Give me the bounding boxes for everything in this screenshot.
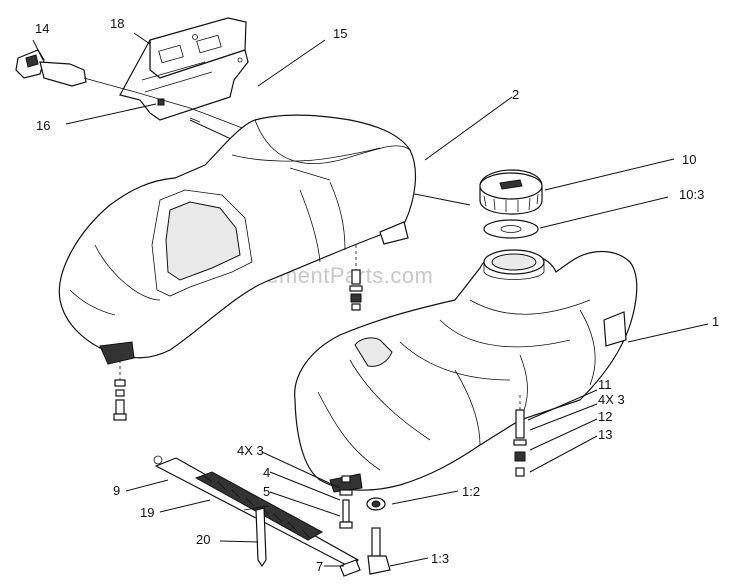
- callout-20: 20: [196, 532, 210, 547]
- callout-2: 2: [512, 87, 519, 102]
- callout-4x3-right: 4X 3: [598, 392, 625, 407]
- callout-labels: 14 18 15 16 2 10 10:3 1 11 4X 3 12 13 4X…: [35, 16, 719, 574]
- bolt-stack-right: [513, 395, 527, 477]
- bolt-center-stack: [349, 245, 363, 311]
- cap-gasket-10-3: [483, 219, 539, 239]
- callout-11: 11: [598, 377, 612, 392]
- callout-1: 1: [712, 314, 719, 329]
- callout-10: 10: [682, 152, 696, 167]
- callout-4: 4: [263, 465, 270, 480]
- mounting-plate-18: [119, 17, 249, 121]
- bolt-left-front: [113, 360, 127, 421]
- callout-15: 15: [333, 26, 347, 41]
- callout-12: 12: [598, 409, 612, 424]
- callout-16: 16: [36, 118, 50, 133]
- callout-1-3: 1:3: [431, 551, 449, 566]
- rod-assembly: [153, 455, 361, 577]
- callout-1-2: 1:2: [462, 484, 480, 499]
- fuel-tank-1: [294, 249, 638, 493]
- callout-7: 7: [316, 559, 323, 574]
- hood-shroud-2: [58, 114, 416, 365]
- bolt-stack-left: [339, 475, 353, 529]
- fuel-cap-10: [479, 169, 543, 215]
- callout-18: 18: [110, 16, 124, 31]
- callout-13: 13: [598, 427, 612, 442]
- leader-lines: [32, 32, 709, 567]
- callout-10-3: 10:3: [679, 187, 704, 202]
- fuel-sensor-14: [15, 49, 301, 151]
- fitting-1-3: [367, 527, 391, 575]
- grommet-1-2: [366, 497, 386, 511]
- callout-5: 5: [263, 484, 270, 499]
- callout-19: 19: [140, 505, 154, 520]
- callout-4x3-left: 4X 3: [237, 443, 264, 458]
- callout-14: 14: [35, 21, 49, 36]
- callout-9: 9: [113, 483, 120, 498]
